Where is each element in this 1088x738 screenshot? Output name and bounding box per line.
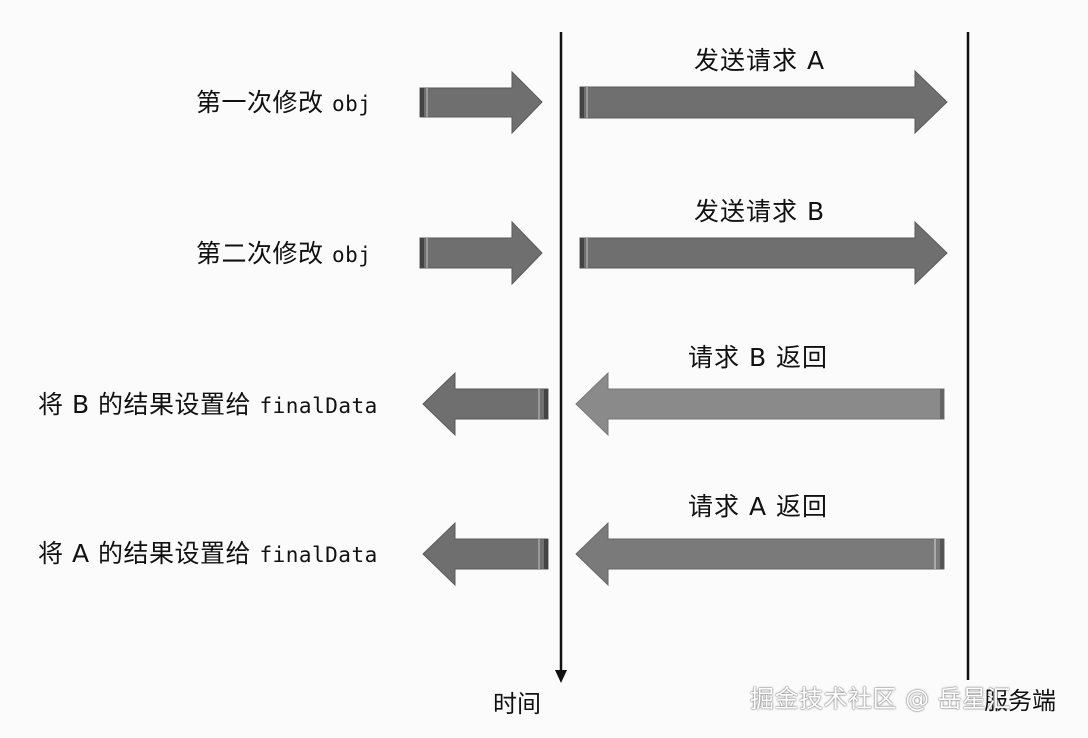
step-4-text: 将 A 的结果设置给 <box>38 539 260 568</box>
step-1-text: 第一次修改 <box>196 88 332 117</box>
step-3-text: 将 B 的结果设置给 <box>38 390 260 419</box>
step-label-4: 将 A 的结果设置给 finalData <box>38 539 378 570</box>
request-b-return-arrow <box>575 371 945 437</box>
step-1-code: obj <box>331 92 372 116</box>
row1-local-arrow <box>419 70 543 135</box>
request-label-1: 发送请求 A <box>694 46 826 75</box>
step-3-code: finalData <box>259 394 378 418</box>
row2-local-arrow <box>419 220 543 286</box>
request-label-4: 请求 A 返回 <box>688 492 828 521</box>
request-b-send-arrow <box>579 220 948 286</box>
step-2-text: 第二次修改 <box>196 239 332 268</box>
step-4-code: finalData <box>259 543 378 567</box>
time-axis-arrowhead <box>555 670 567 683</box>
request-a-send-arrow <box>579 69 948 135</box>
request-label-2: 发送请求 B <box>694 197 826 226</box>
row3-local-arrow <box>422 371 549 437</box>
request-a-return-arrow <box>575 521 945 587</box>
server-label: 服务端 <box>984 687 1056 715</box>
step-label-1: 第一次修改 obj <box>196 88 371 119</box>
step-label-3: 将 B 的结果设置给 finalData <box>38 390 378 421</box>
step-2-code: obj <box>331 243 372 267</box>
watermark: 掘金技术社区 @ 岳星汇 <box>750 685 1012 713</box>
time-axis-label: 时间 <box>493 690 541 718</box>
row4-local-arrow <box>422 521 549 587</box>
step-label-2: 第二次修改 obj <box>196 239 371 270</box>
request-label-3: 请求 B 返回 <box>688 343 829 372</box>
